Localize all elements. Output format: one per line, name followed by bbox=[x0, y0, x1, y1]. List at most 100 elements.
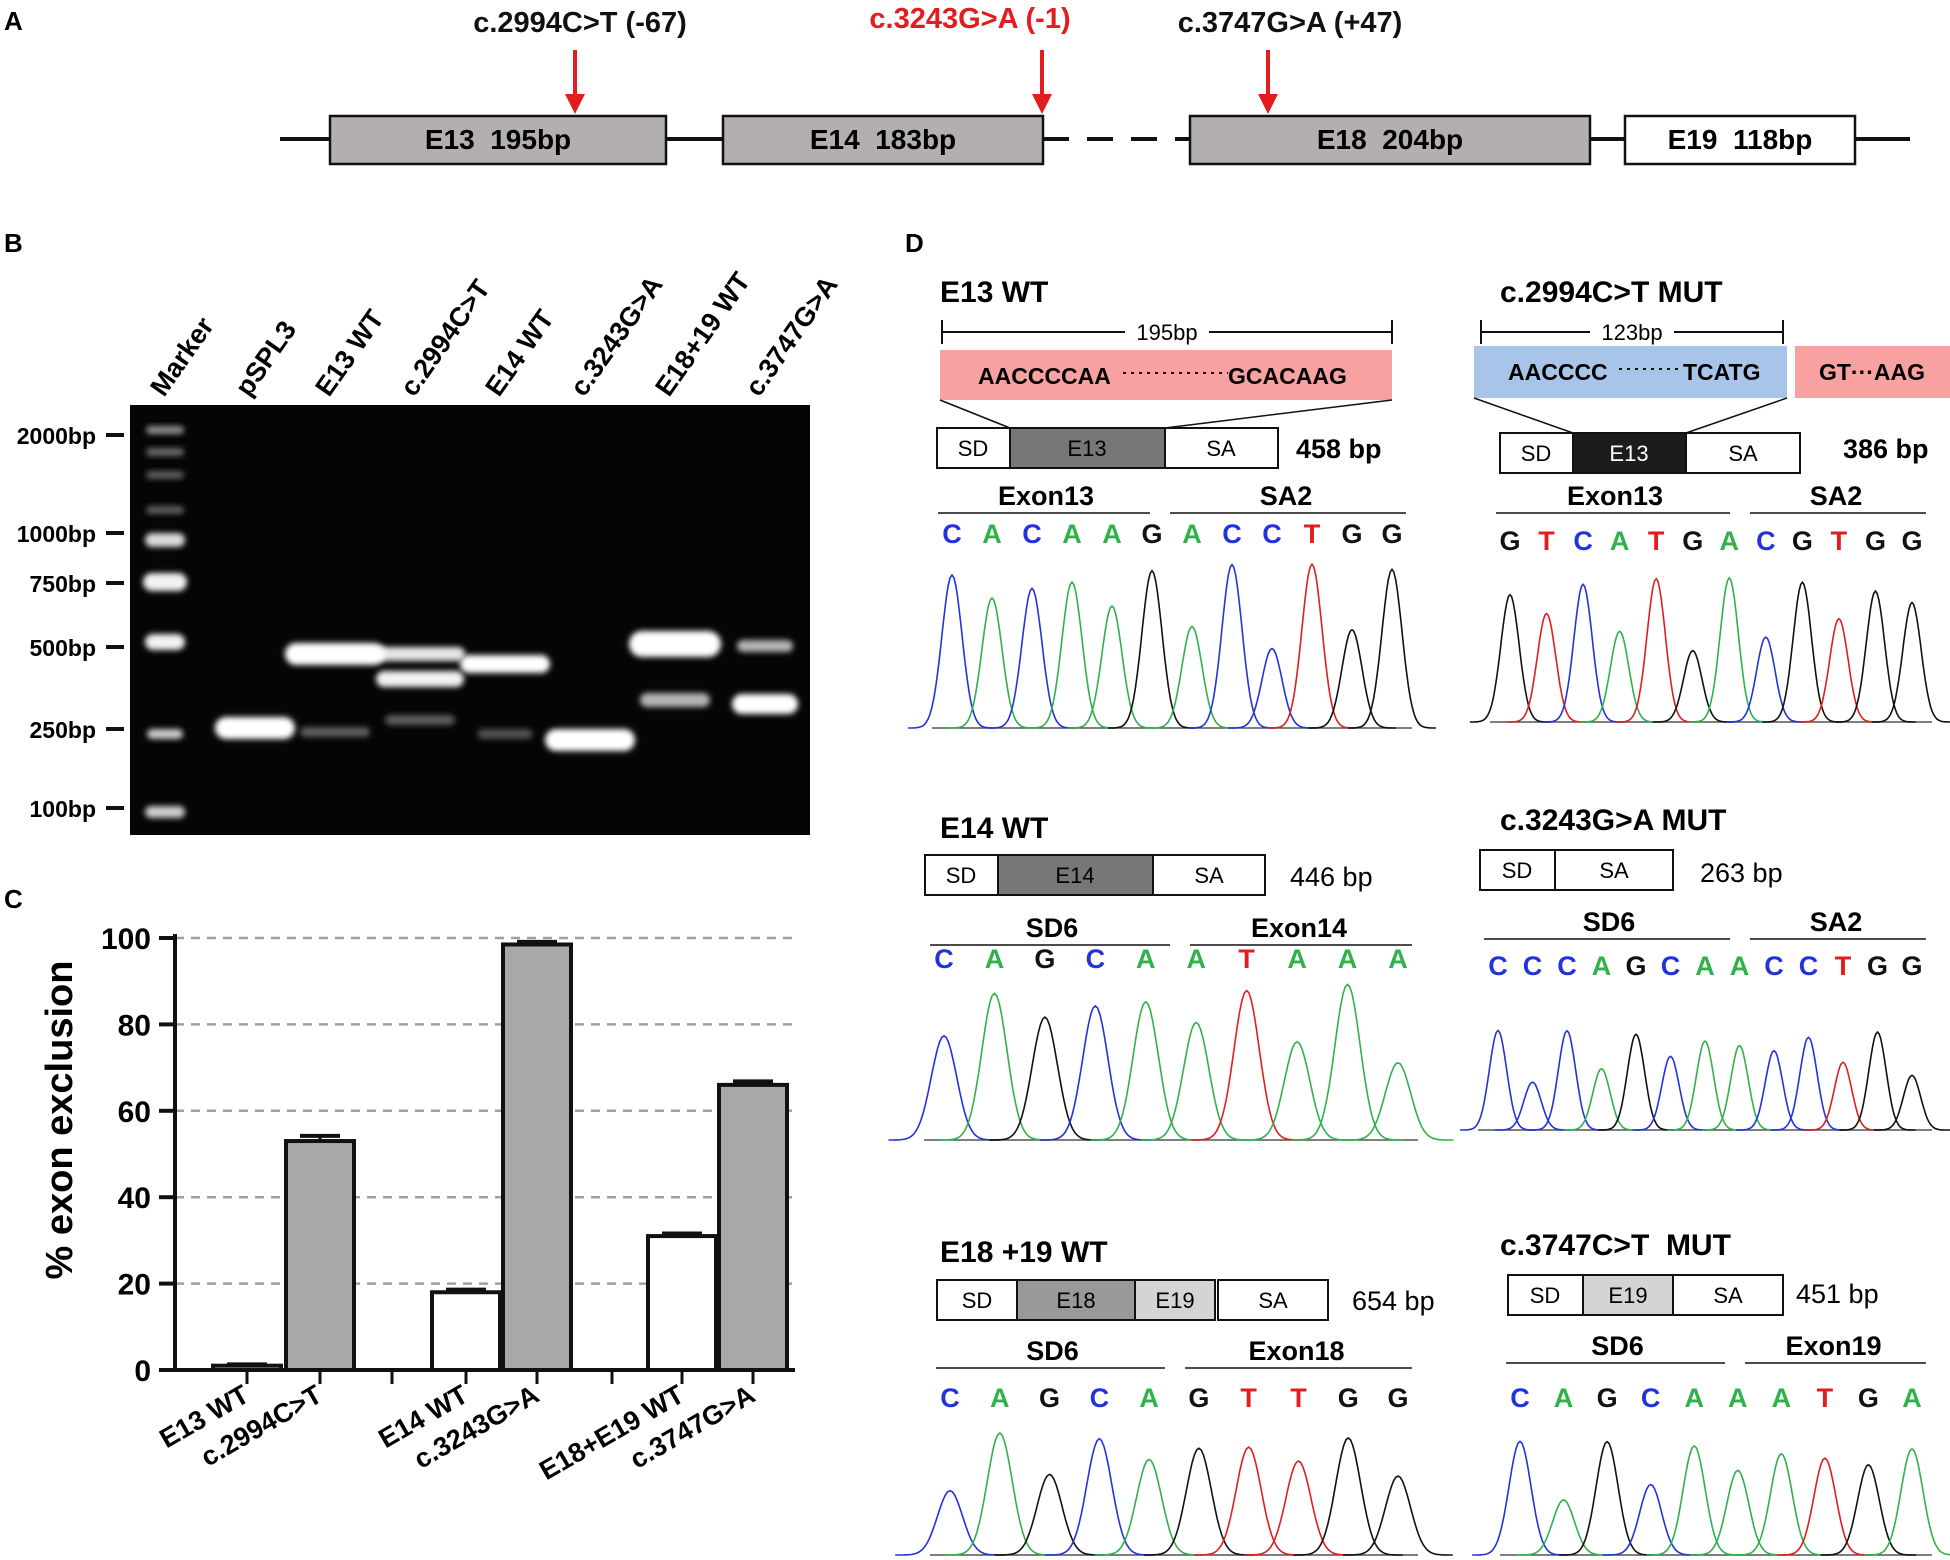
trace-peak bbox=[1343, 1475, 1453, 1556]
e13wt-title: E13 WT bbox=[940, 276, 1048, 309]
exon-14-box bbox=[721, 114, 1045, 166]
size-marker-label: 100bp bbox=[30, 796, 96, 822]
base-call: G bbox=[1901, 526, 1922, 556]
trace-peak bbox=[945, 1431, 1055, 1556]
base-call: T bbox=[1817, 1383, 1834, 1413]
construct-exon: E18 bbox=[1056, 1288, 1095, 1313]
base-call: C bbox=[1262, 519, 1282, 549]
variant-label-c3243: c.3243G>A (-1) bbox=[869, 3, 1070, 35]
size-marker-label: 500bp bbox=[30, 635, 96, 661]
trace-peak bbox=[989, 1016, 1101, 1141]
trace-peak bbox=[1632, 1055, 1709, 1131]
arrow-icon bbox=[565, 50, 585, 114]
trace-peak bbox=[1348, 567, 1436, 729]
gel-band bbox=[640, 693, 710, 707]
construct-sa: SA bbox=[1258, 1288, 1288, 1313]
e14wt-construct: SD E14 SA bbox=[924, 854, 1266, 896]
trace-peak bbox=[1652, 649, 1733, 723]
region-label: SD6 bbox=[1591, 1331, 1644, 1361]
gel-band bbox=[143, 573, 187, 591]
construct-sd: SD bbox=[1530, 1283, 1561, 1308]
construct-sa: SA bbox=[1713, 1283, 1743, 1308]
c3747-size: 451 bp bbox=[1796, 1279, 1879, 1309]
trace-peak bbox=[1667, 1040, 1743, 1131]
gel-band bbox=[215, 717, 295, 739]
panel-b-label: B bbox=[4, 228, 23, 258]
c3747-title: c.3747C>T MUT bbox=[1500, 1229, 1731, 1262]
base-call: G bbox=[1858, 1383, 1879, 1413]
gel-band bbox=[732, 694, 798, 714]
y-tick-label: 20 bbox=[118, 1269, 151, 1302]
gel-band bbox=[146, 506, 184, 514]
base-call: T bbox=[1835, 951, 1852, 981]
region-label: SD6 bbox=[1026, 1336, 1079, 1366]
trace-peak bbox=[1342, 1061, 1454, 1141]
gel-band bbox=[545, 729, 635, 751]
base-call: G bbox=[1625, 951, 1646, 981]
exon-19-label: E19 118bp bbox=[1668, 124, 1813, 155]
gel-band bbox=[146, 426, 184, 434]
zoom-line bbox=[1685, 397, 1788, 434]
trace-peak bbox=[1044, 1437, 1155, 1556]
bar bbox=[646, 1234, 718, 1372]
base-call: C bbox=[942, 519, 962, 549]
base-call: C bbox=[1510, 1383, 1530, 1413]
base-call: A bbox=[1592, 951, 1612, 981]
c2994-length-bracket bbox=[1480, 318, 1784, 344]
trace-peak bbox=[1515, 1499, 1612, 1556]
trace-peak bbox=[1108, 569, 1196, 729]
base-call: G bbox=[1901, 951, 1922, 981]
region-label: SD6 bbox=[1026, 913, 1079, 943]
base-call: T bbox=[1831, 526, 1848, 556]
trace-peak bbox=[1616, 577, 1697, 723]
construct-sa: SA bbox=[1206, 436, 1236, 461]
trace-peak bbox=[1835, 589, 1916, 723]
base-call: G bbox=[1682, 526, 1703, 556]
base-call: C bbox=[1488, 951, 1508, 981]
trace-peak bbox=[1559, 1440, 1655, 1556]
construct-sa: SA bbox=[1728, 441, 1758, 466]
exon-18-label: E18 204bp bbox=[1317, 124, 1463, 155]
gel-band bbox=[737, 640, 793, 652]
c2994-length: 123bp bbox=[1601, 320, 1662, 345]
construct-sd: SD bbox=[1502, 858, 1533, 883]
y-tick-label: 60 bbox=[118, 1096, 151, 1129]
base-call: A bbox=[1720, 526, 1740, 556]
trace-peak bbox=[1094, 1458, 1204, 1556]
e13wt-construct: SD E13 SA bbox=[936, 427, 1279, 469]
exon-18-box bbox=[1188, 114, 1592, 166]
e13wt-size: 458 bp bbox=[1296, 434, 1382, 464]
base-call: C bbox=[1086, 944, 1106, 974]
trace-peak bbox=[1228, 647, 1316, 729]
trace-peak bbox=[1777, 1457, 1873, 1556]
base-call: T bbox=[1238, 944, 1255, 974]
base-call: G bbox=[1499, 526, 1520, 556]
base-call: A bbox=[990, 1383, 1010, 1413]
gel-band bbox=[285, 643, 385, 665]
base-call: A bbox=[1136, 944, 1156, 974]
e18wt-title: E18 +19 WT bbox=[940, 1236, 1108, 1269]
trace-peak bbox=[1268, 562, 1356, 729]
trace-peak bbox=[1144, 1447, 1254, 1556]
trace-peak bbox=[1243, 1460, 1354, 1556]
gel-band bbox=[460, 655, 550, 673]
construct-sa: SA bbox=[1599, 858, 1629, 883]
c2994-construct: SD E13 SA bbox=[1499, 432, 1801, 474]
region-label: Exon13 bbox=[998, 481, 1094, 511]
region-label: Exon14 bbox=[1251, 913, 1347, 943]
base-call: A bbox=[1139, 1383, 1159, 1413]
base-call: G bbox=[1188, 1383, 1209, 1413]
trace-peak bbox=[948, 596, 1036, 729]
trace-peak bbox=[1494, 1081, 1571, 1131]
base-call: C bbox=[1764, 951, 1784, 981]
base-call: C bbox=[1661, 951, 1681, 981]
base-call: T bbox=[1648, 526, 1665, 556]
base-call: A bbox=[1554, 1383, 1574, 1413]
trace-peak bbox=[1039, 1004, 1151, 1141]
trace-peak bbox=[1820, 1463, 1917, 1556]
construct-exon: E19 bbox=[1608, 1283, 1647, 1308]
gel-band bbox=[300, 727, 370, 737]
size-marker-label: 2000bp bbox=[17, 423, 96, 449]
